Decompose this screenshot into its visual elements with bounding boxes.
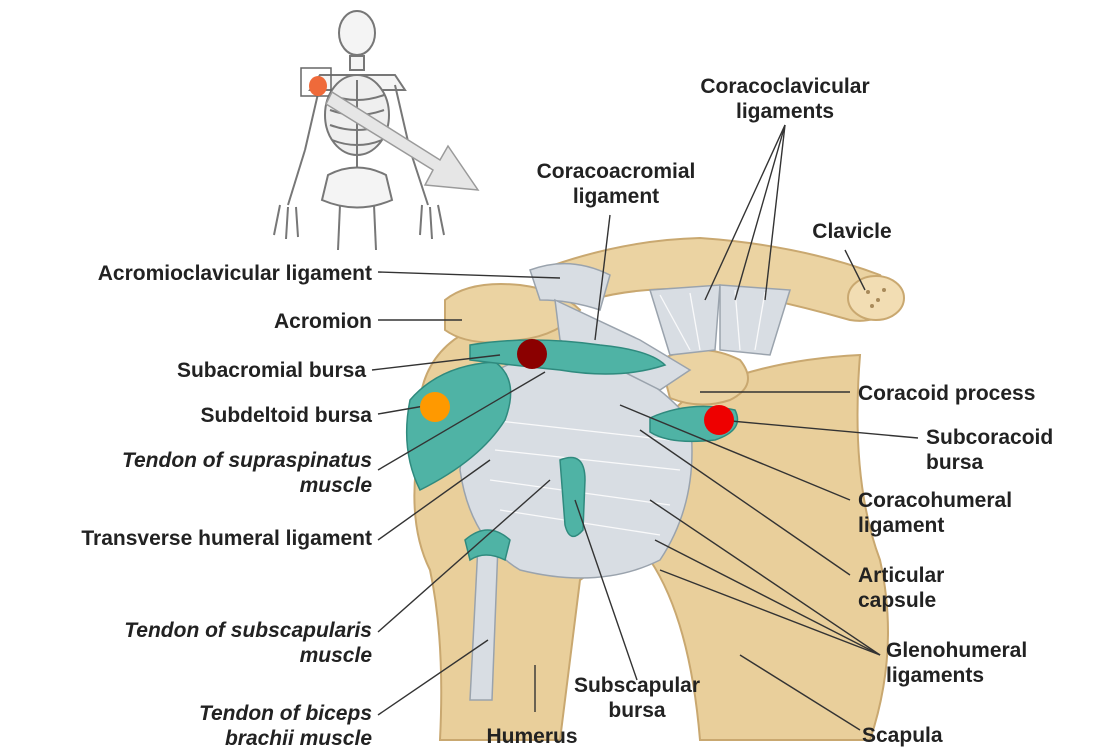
label-supraspinatus: Tendon of supraspinatus (122, 449, 372, 472)
label-subscapular-2: bursa (608, 699, 666, 722)
label-acromion: Acromion (274, 310, 372, 333)
inset-shoulder-highlight (309, 76, 327, 96)
label-coracoacromial-2: ligament (573, 185, 659, 208)
label-acromioclavicular: Acromioclavicular ligament (98, 262, 372, 285)
label-subcoracoid: Subcoracoid (926, 426, 1053, 449)
label-biceps-2: brachii muscle (225, 727, 372, 750)
label-subdeltoid: Subdeltoid bursa (200, 404, 372, 427)
label-coracoid: Coracoid process (858, 382, 1035, 405)
subcoracoid-marker (704, 405, 734, 435)
label-subscapularis-2: muscle (300, 644, 373, 667)
label-biceps: Tendon of biceps (199, 702, 372, 725)
label-clavicle: Clavicle (812, 220, 891, 243)
label-coracohumeral-2: ligament (858, 514, 944, 537)
label-glenohumeral: Glenohumeral (886, 639, 1027, 662)
label-supraspinatus-2: muscle (300, 474, 373, 497)
label-coracoacromial: Coracoacromial (537, 160, 696, 183)
label-humerus: Humerus (486, 725, 577, 748)
subdeltoid-marker (420, 392, 450, 422)
label-subcoracoid-2: bursa (926, 451, 984, 474)
label-coracoclavicular: Coracoclavicular (700, 75, 869, 98)
label-subacromial: Subacromial bursa (177, 359, 366, 382)
label-subscapularis: Tendon of subscapularis (124, 619, 372, 642)
label-glenohumeral-2: ligaments (886, 664, 984, 687)
skeleton-inset-illustration (274, 11, 444, 250)
label-transverse-humeral: Transverse humeral ligament (81, 527, 372, 550)
subacromial-marker (517, 339, 547, 369)
label-coracoclavicular-2: ligaments (736, 100, 834, 123)
label-articular-2: capsule (858, 589, 936, 612)
label-subscapular: Subscapular (574, 674, 700, 697)
label-articular: Articular (858, 564, 944, 587)
label-scapula: Scapula (862, 724, 943, 747)
label-coracohumeral: Coracohumeral (858, 489, 1012, 512)
